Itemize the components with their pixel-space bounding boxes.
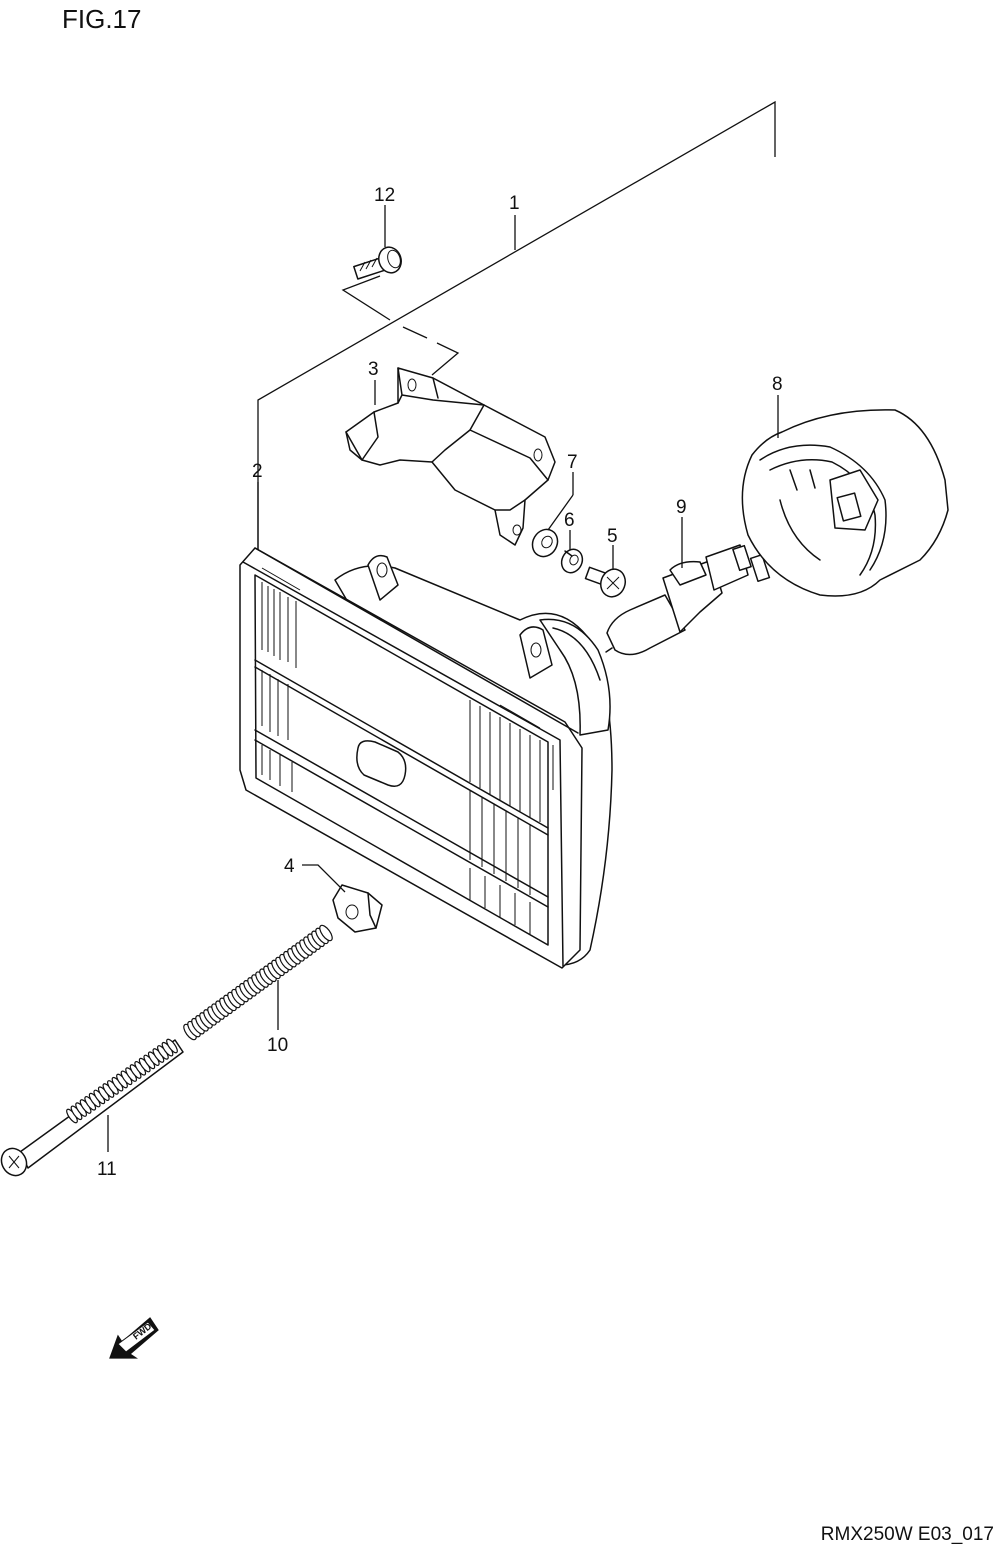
- callout-8: 8: [772, 374, 783, 395]
- figure-title: FIG.17: [62, 4, 142, 34]
- callout-10: 10: [267, 1035, 288, 1056]
- nut-part-4: [332, 884, 383, 933]
- callout-7: 7: [567, 452, 578, 473]
- washer-part-7: [531, 528, 559, 558]
- callout-12: 12: [374, 185, 395, 206]
- bracket-part-3: [345, 367, 556, 546]
- headlight-part-2: [239, 547, 613, 969]
- callout-11: 11: [97, 1159, 117, 1180]
- callout-leaders: [107, 205, 779, 1152]
- screw-part-5: [584, 566, 627, 598]
- lockwasher-part-6: [560, 548, 584, 574]
- callout-6: 6: [564, 510, 575, 531]
- callout-2: 2: [252, 461, 263, 482]
- bulb-part-9: [605, 544, 771, 656]
- callout-4: 4: [284, 856, 295, 877]
- socket-cover-part-8: [741, 409, 949, 597]
- forward-arrow-icon: FWD: [109, 1317, 159, 1359]
- bolt-part-11: [0, 1038, 184, 1177]
- callout-labels: 1 2 3 4 5 6 7 8 9 10 11 12: [97, 185, 783, 1180]
- assembly-bracket: [257, 100, 776, 550]
- screw-part-12: [353, 246, 402, 280]
- callout-1: 1: [509, 193, 520, 214]
- callout-3: 3: [368, 359, 379, 380]
- figure-code: RMX250W E03_017: [820, 1524, 994, 1545]
- spring-part-10: [183, 924, 333, 1041]
- screw-guide-lines: [341, 275, 460, 376]
- coil-turn: [166, 1038, 178, 1054]
- callout-5: 5: [607, 526, 618, 547]
- coil-turn: [319, 924, 333, 942]
- callout-9: 9: [676, 497, 687, 518]
